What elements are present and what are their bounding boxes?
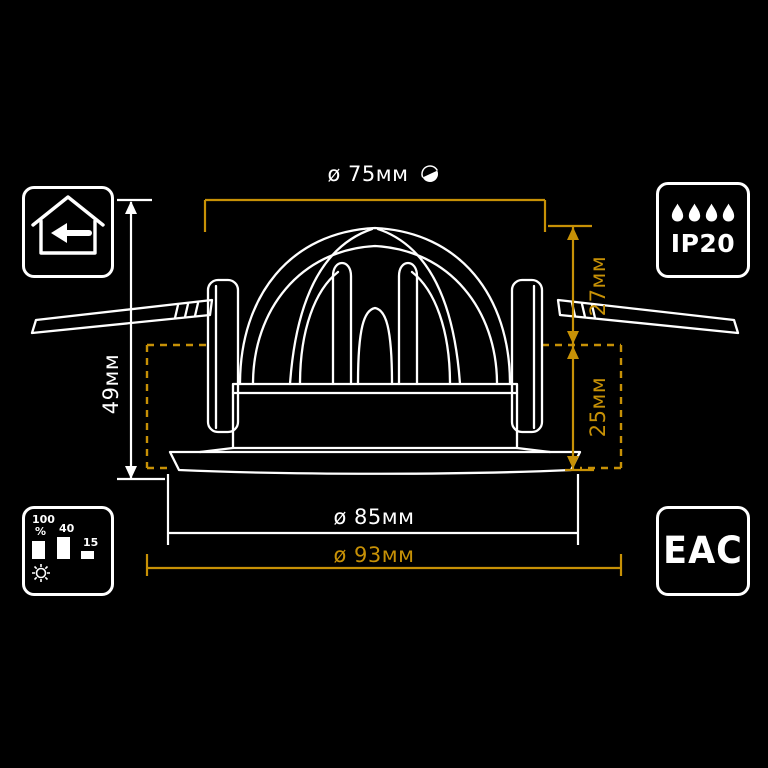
dim-level-40-label: 40 (59, 522, 75, 535)
ip-rating-badge: IP20 (656, 182, 750, 278)
dim-cutout-diameter-label: ø 93мм (333, 543, 415, 567)
eac-label: EAC (663, 529, 743, 573)
gold-dimension-lines (145, 198, 623, 576)
dim-level-100-label: 100 (32, 513, 55, 526)
indoor-use-badge (22, 186, 114, 278)
gold-arrowheads (567, 227, 579, 469)
dimming-badge: 100 % 40 15 (22, 506, 114, 596)
ip-rating-label: IP20 (670, 229, 736, 258)
dim-height-label: 49мм (99, 353, 123, 415)
white-arrowheads (125, 201, 137, 479)
dim-top-diameter-label: ø 75мм (327, 162, 409, 186)
dimming-bars-icon (32, 537, 94, 583)
dim-percent-label: % (35, 525, 47, 538)
moon-icon (62, 563, 72, 583)
house-arrow-icon (31, 195, 105, 255)
sun-icon (32, 564, 50, 582)
eac-certification-badge: EAC (656, 506, 750, 596)
dim-flange-diameter-label: ø 85мм (333, 505, 415, 529)
water-drops-icon (671, 203, 735, 222)
dim-level-15-label: 15 (83, 536, 99, 549)
dim-above-ceiling-label: 27мм (586, 255, 610, 317)
tilt-lamp-icon (421, 165, 438, 182)
dim-recess-depth-label: 25мм (586, 376, 610, 438)
lamp-drawing (30, 226, 740, 475)
cutout-dashed-outline (145, 343, 623, 470)
white-dimension-lines (117, 198, 580, 545)
